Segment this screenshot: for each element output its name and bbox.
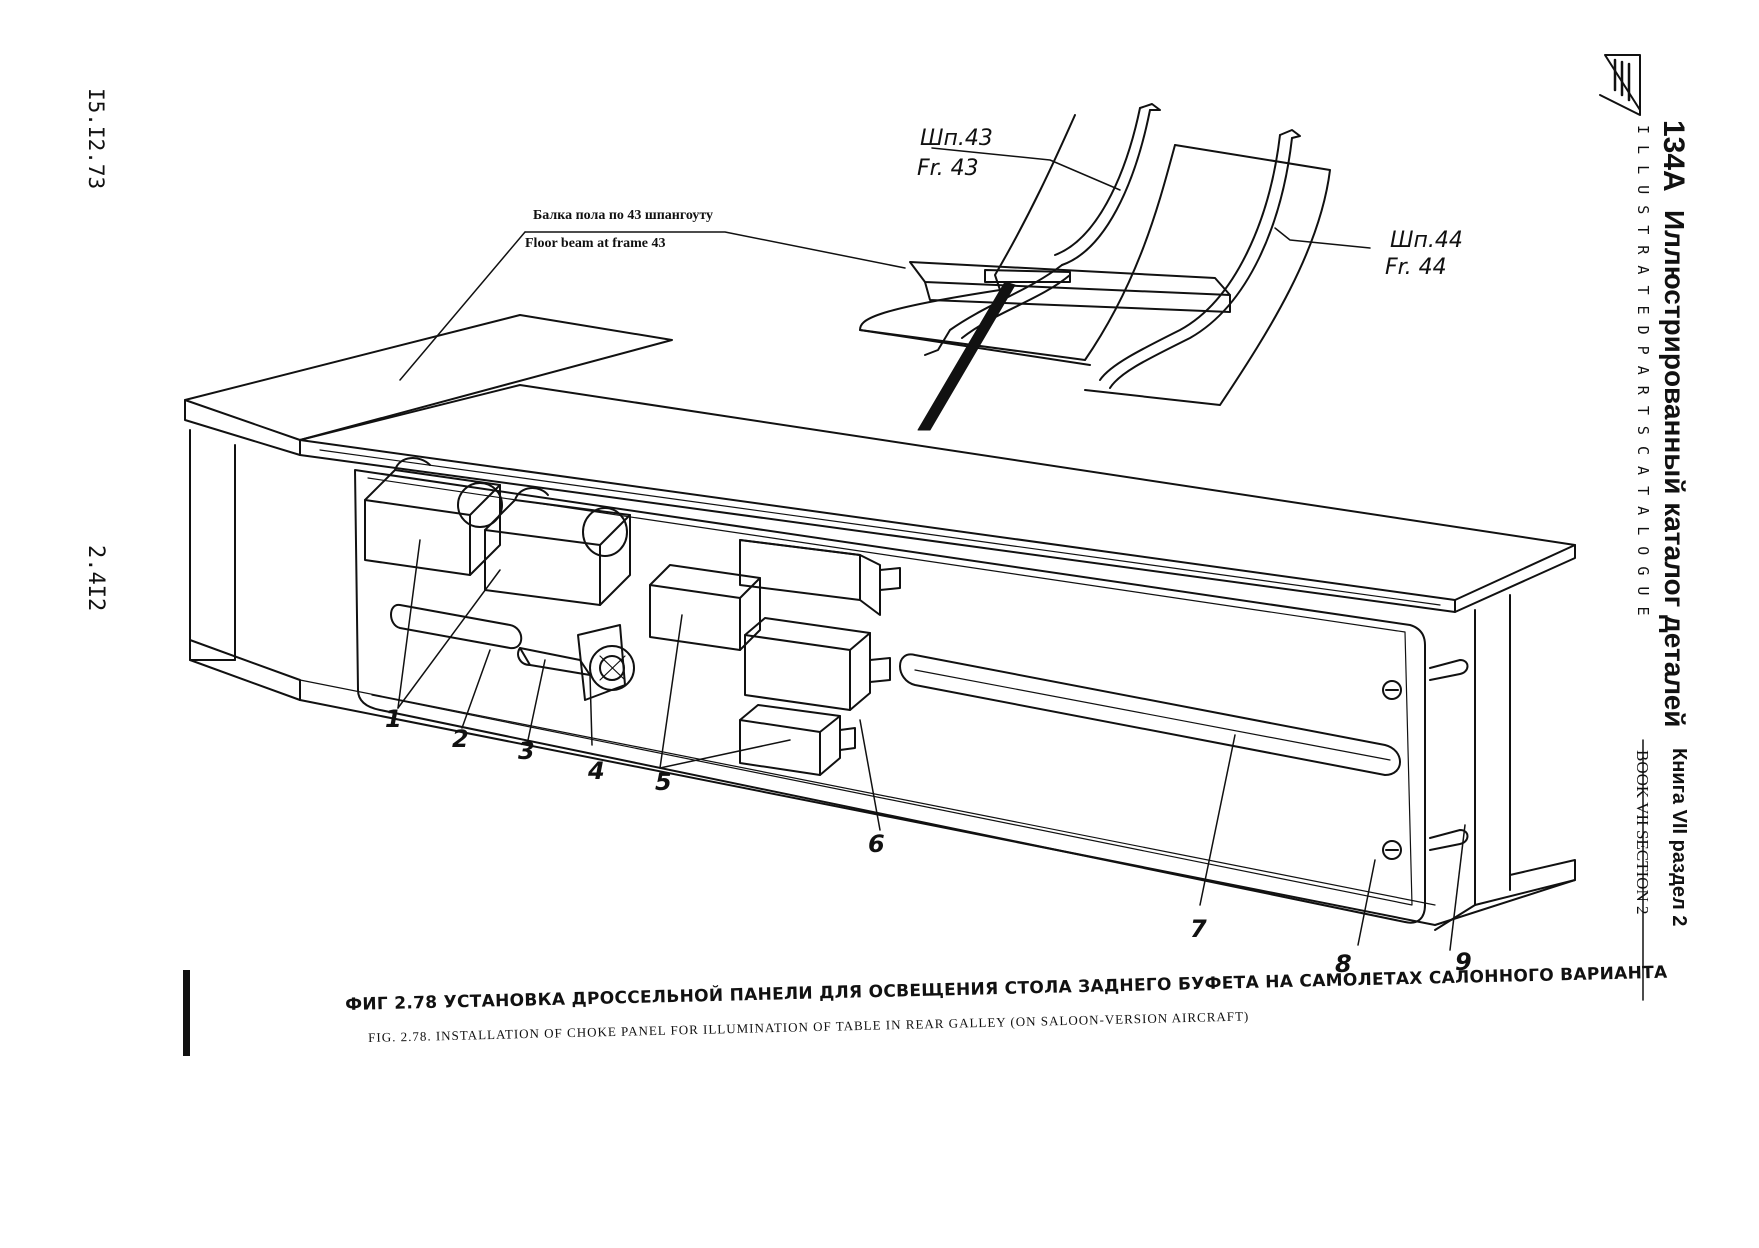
margin-bar xyxy=(183,970,190,1056)
floor-beam xyxy=(184,314,1576,931)
callout-9: 9 xyxy=(1455,948,1472,976)
callout-leaders xyxy=(397,539,1466,951)
callout-3: 3 xyxy=(518,737,535,765)
frame-44-label-en: Fr. 44 xyxy=(1385,255,1447,280)
book-section-en: BOOK VII SECTION 2 xyxy=(1633,750,1652,915)
callout-1: 1 xyxy=(385,705,402,733)
beam-label-en: Floor beam at frame 43 xyxy=(525,236,666,251)
starter-holder xyxy=(517,624,635,701)
light-tube xyxy=(899,653,1401,776)
callout-7: 7 xyxy=(1190,915,1207,943)
catalogue-logo xyxy=(1599,54,1641,116)
page-number: 2.4I2 xyxy=(83,545,108,612)
book-section-ru: Книга VII раздел 2 xyxy=(1668,748,1690,927)
choke-panel xyxy=(354,469,1469,924)
catalogue-title-ru: Иллюстрированный каталог деталей xyxy=(1659,210,1690,728)
model-number: 134A xyxy=(1657,120,1690,192)
callout-5: 5 xyxy=(655,768,672,796)
choke-units xyxy=(364,457,631,606)
frame-43-label-ru: Шп.43 xyxy=(920,126,993,151)
frame-inset xyxy=(859,103,1371,431)
capacitors xyxy=(649,564,856,776)
beam-leader-line-2 xyxy=(399,231,526,381)
frame-43-label-en: Fr. 43 xyxy=(917,156,979,181)
callout-6: 6 xyxy=(868,830,885,858)
catalogue-title-en: I L L U S T R A T E D P A R T S C A T A … xyxy=(1634,125,1652,617)
beam-leader-line xyxy=(524,231,906,269)
callout-4: 4 xyxy=(588,757,605,785)
revision-date: I5.I2.73 xyxy=(84,88,108,190)
beam-label-ru: Балка пола по 43 шпангоуту xyxy=(533,208,714,223)
panel-slot xyxy=(390,603,523,650)
callout-8: 8 xyxy=(1335,950,1352,978)
callout-2: 2 xyxy=(452,725,469,753)
relay-block xyxy=(739,539,901,711)
frame-44-label-ru: Шп.44 xyxy=(1390,228,1463,253)
